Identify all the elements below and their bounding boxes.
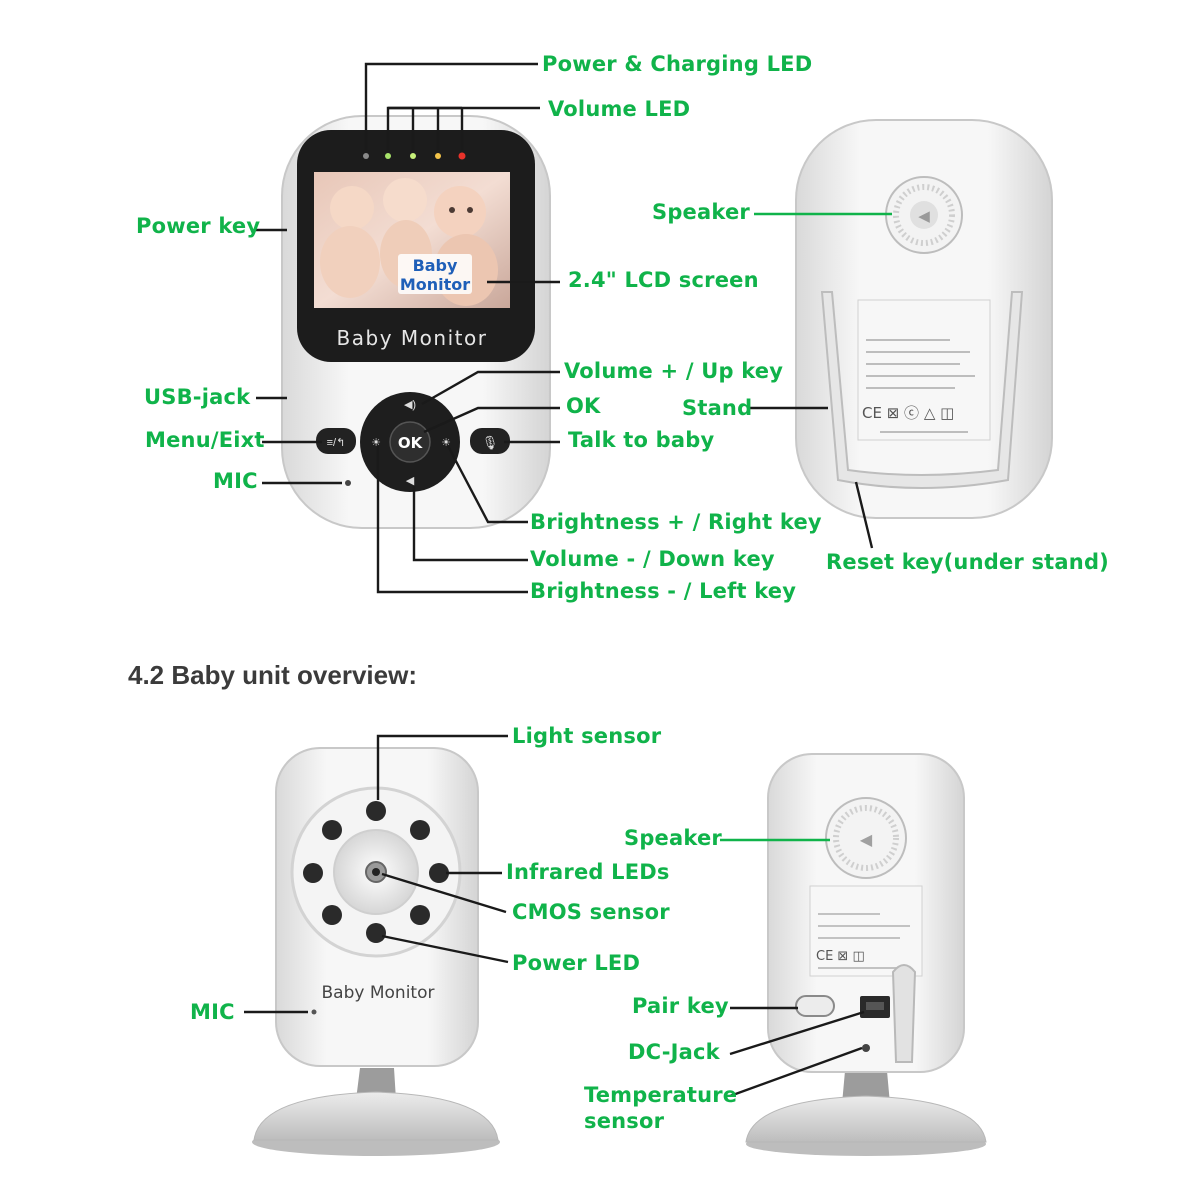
label-dc-jack: DC-Jack [628, 1040, 720, 1064]
label-power-led: Power LED [512, 951, 641, 975]
label-light-sensor: Light sensor [512, 724, 662, 748]
label-stand: Stand [682, 396, 753, 420]
label-speaker-baby: Speaker [624, 826, 722, 850]
baby-unit-base [253, 1091, 499, 1141]
rating-label [857, 299, 991, 441]
label-infrared-leds: Infrared LEDs [506, 860, 670, 884]
temperature-sensor-hole [862, 1044, 870, 1052]
parent-unit-back: ◀ CE ⊠ ⓒ △ ◫ [795, 119, 1053, 519]
baby-speaker-icon: ◀ [860, 832, 873, 849]
baby-mic-hole [311, 1009, 317, 1015]
parent-unit-front: Baby Monitor Baby Monitor OK ◀) ◀ ☀ ☀ ≡/… [281, 115, 551, 529]
label-lcd-screen: 2.4" LCD screen [568, 268, 759, 292]
pair-button[interactable] [795, 995, 835, 1017]
speaker-icon: ◀ [918, 208, 930, 225]
mic-hole [345, 480, 351, 486]
leader-lines [244, 62, 892, 1098]
brightness-down-icon: ☀ [371, 437, 381, 449]
label-power-charging-led: Power & Charging LED [542, 52, 813, 76]
label-volume-led: Volume LED [548, 97, 691, 121]
label-cmos-sensor: CMOS sensor [512, 900, 670, 924]
baby-brand-text: Baby Monitor [322, 983, 435, 1003]
stand [820, 291, 1024, 489]
label-menu-exit: Menu/Eixt [145, 428, 265, 452]
microphone-icon: 🎙 [482, 435, 499, 450]
baby-certification-icon: CE ⊠ ◫ [816, 949, 865, 964]
label-talk-to-baby: Talk to baby [568, 428, 715, 452]
temperature-probe [891, 964, 917, 1063]
brightness-up-icon: ☀ [441, 437, 451, 449]
label-reset-key: Reset key(under stand) [826, 550, 1109, 574]
label-temperature-sensor: Temperature sensor [584, 1083, 738, 1133]
label-pair-key: Pair key [632, 994, 729, 1018]
label-speaker-parent: Speaker [652, 200, 750, 224]
label-mic-baby: MIC [190, 1000, 235, 1024]
screen-overlay-line2: Monitor [400, 275, 470, 294]
volume-up-icon: ◀) [404, 399, 416, 411]
talk-button[interactable] [470, 428, 510, 454]
infrared-led-ring [303, 801, 449, 943]
baby-unit-back: ◀ CE ⊠ ◫ [745, 753, 987, 1156]
label-volume-down-key: Volume - / Down key [530, 547, 775, 571]
label-power-key: Power key [136, 214, 261, 238]
ok-button-label: OK [398, 434, 424, 452]
section-heading: 4.2 Baby unit overview: [128, 660, 417, 690]
label-volume-up-key: Volume + / Up key [564, 359, 784, 383]
label-brightness-left-key: Brightness - / Left key [530, 579, 797, 603]
certification-marks-icon: CE ⊠ ⓒ △ ◫ [862, 404, 954, 422]
led-row [363, 152, 466, 160]
parent-brand-text: Baby Monitor [337, 326, 488, 350]
menu-icon: ≡/↰ [327, 437, 346, 449]
baby-rating-label [809, 885, 923, 977]
screen-overlay-line1: Baby [413, 256, 458, 275]
label-ok: OK [566, 394, 601, 418]
ok-button[interactable] [389, 421, 431, 463]
menu-exit-button[interactable] [316, 428, 356, 454]
label-usb-jack: USB-jack [144, 385, 251, 409]
label-mic-parent: MIC [213, 469, 258, 493]
baby-unit-front: Baby Monitor [252, 747, 500, 1156]
volume-down-icon: ◀ [406, 475, 415, 487]
label-brightness-right-key: Brightness + / Right key [530, 510, 822, 534]
